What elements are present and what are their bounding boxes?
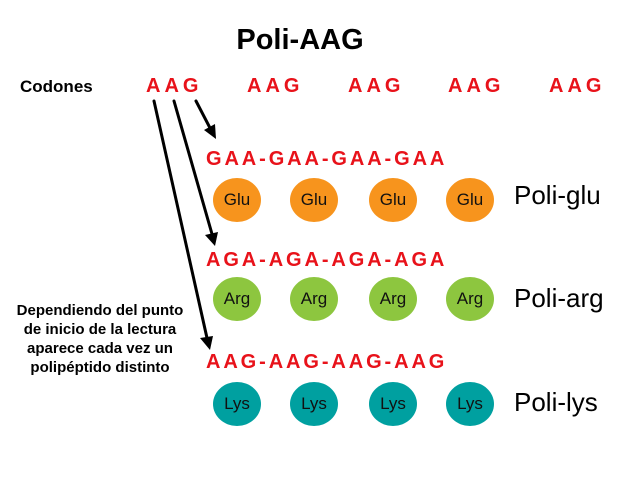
polymer-label-glu: Poli-glu: [514, 180, 601, 210]
page-title: Poli-AAG: [236, 24, 364, 56]
amino-acid-lys-1: Lys: [213, 382, 261, 426]
amino-acid-lys-2: Lys: [290, 382, 338, 426]
codon-3: AAG: [348, 75, 405, 97]
polymer-label-arg: Poli-arg: [514, 283, 604, 313]
amino-acid-lys-3: Lys: [369, 382, 417, 426]
frame-glu-sequence: GAA-GAA-GAA-GAA: [206, 148, 448, 170]
arrowhead-lys: [200, 336, 213, 350]
amino-acid-arg-4: Arg: [446, 277, 494, 321]
amino-acid-arg-3: Arg: [369, 277, 417, 321]
codon-2: AAG: [247, 75, 304, 97]
codon-1: AAG: [146, 75, 203, 97]
amino-acid-glu-2: Glu: [290, 178, 338, 222]
arrow-to-arg-frame: [172, 99, 214, 236]
explanation-note: Dependiendo del punto de inicio de la le…: [16, 302, 184, 376]
amino-acid-glu-4: Glu: [446, 178, 494, 222]
frame-arg-sequence: AGA-AGA-AGA-AGA: [206, 249, 448, 271]
codon-5: AAG: [549, 75, 606, 97]
amino-acid-arg-1: Arg: [213, 277, 261, 321]
amino-acid-glu-3: Glu: [369, 178, 417, 222]
polymer-label-lys: Poli-lys: [514, 387, 598, 417]
amino-acid-lys-4: Lys: [446, 382, 494, 426]
amino-acid-glu-1: Glu: [213, 178, 261, 222]
codons-label: Codones: [20, 77, 93, 96]
codon-4: AAG: [448, 75, 505, 97]
arrowhead-glu: [204, 124, 216, 139]
arrow-to-lys-frame: [152, 99, 209, 340]
amino-acid-arg-2: Arg: [290, 277, 338, 321]
frame-lys-sequence: AAG-AAG-AAG-AAG: [206, 351, 448, 373]
arrowhead-arg: [205, 232, 218, 246]
arrow-to-glu-frame: [194, 99, 212, 130]
